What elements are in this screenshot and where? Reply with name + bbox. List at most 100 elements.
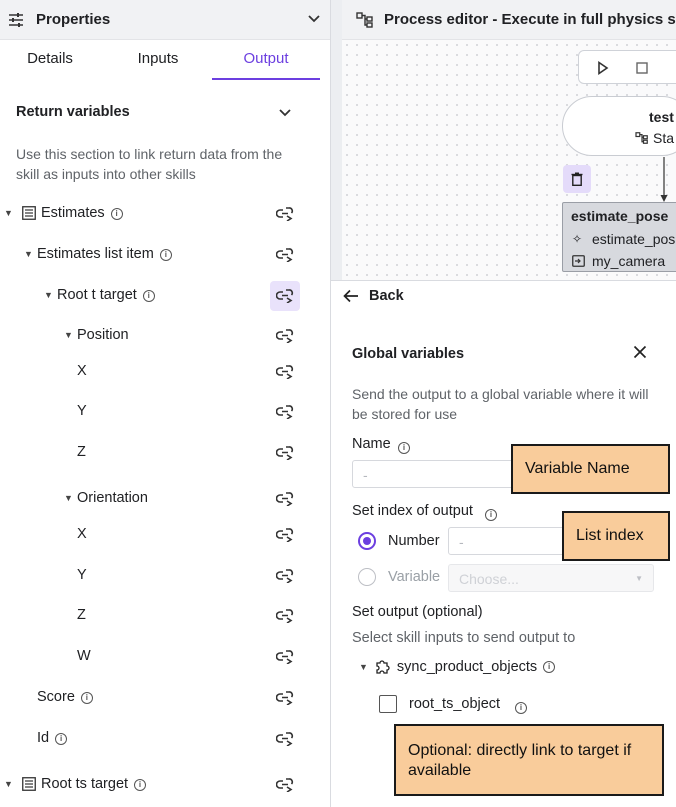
estimate-node-camera: my_camera [592,253,666,269]
puzzle-icon [375,659,391,675]
number-radio[interactable] [358,532,376,550]
link-output-icon[interactable] [270,724,300,754]
tree-row-position-z[interactable]: Z [0,438,330,468]
tree-row-position[interactable]: ▼ Position [0,321,330,351]
play-icon[interactable] [597,61,609,75]
close-icon[interactable] [633,345,647,359]
link-output-icon[interactable] [270,770,300,800]
test-node[interactable]: test Sta [562,96,676,156]
tree-label: W [77,648,91,664]
skill-tree-item[interactable]: ▼ sync_product_objects i [359,659,556,675]
info-icon: i [485,509,497,521]
set-output-description: Select skill inputs to send output to [352,630,576,646]
info-icon: i [543,661,556,673]
variable-select-placeholder: Choose... [459,571,519,587]
caret-down-icon: ▼ [24,249,33,259]
estimate-node-skill: estimate_pos [592,231,676,247]
index-label: Set index of output [352,503,473,519]
link-output-icon[interactable] [270,561,300,591]
tab-inputs[interactable]: Inputs [137,50,179,67]
link-output-icon[interactable] [270,484,300,514]
stop-icon[interactable] [636,62,648,74]
tree-label: Score [37,689,75,705]
tree-label: X [77,363,87,379]
number-label: Number [388,533,440,549]
dropdown-caret-icon: ▼ [635,574,643,583]
section-chevron-icon[interactable] [279,108,291,118]
caret-down-icon: ▼ [64,493,73,503]
process-icon [635,132,649,144]
properties-header: Properties [0,0,330,40]
link-output-icon[interactable] [270,240,300,270]
tree-row-position-y[interactable]: Y [0,397,330,427]
callout-optional-link: Optional: directly link to target if ava… [394,724,664,796]
sliders-icon [8,12,24,28]
tree-label: Z [77,444,86,460]
camera-input-icon [572,255,585,267]
skill-name: sync_product_objects [396,659,538,675]
tree-row-estimates[interactable]: ▼ Estimates i [0,199,330,229]
info-icon: i [110,208,123,220]
tree-row-estimates-list-item[interactable]: ▼ Estimates list item i [0,240,330,270]
return-variables-description: Use this section to link return data fro… [16,146,283,182]
tree-label: Root ts target [41,776,129,792]
info-icon: i [159,249,172,261]
sparkle-icon: ✧ [572,232,583,246]
tree-label: Z [77,607,86,623]
tree-label: Y [77,567,87,583]
tree-row-orientation-z[interactable]: Z [0,601,330,631]
root-ts-object-checkbox[interactable] [379,695,397,713]
link-output-icon[interactable] [270,642,300,672]
caret-down-icon: ▼ [359,662,368,672]
list-icon [22,777,36,791]
tree-label: Position [77,327,129,343]
variable-radio[interactable] [358,568,376,586]
info-icon: i [515,702,527,714]
connector-arrow [660,157,668,203]
caret-down-icon: ▼ [4,208,13,218]
tree-label: Estimates list item [37,246,154,262]
tab-details[interactable]: Details [27,50,73,67]
caret-down-icon: ▼ [64,330,73,340]
delete-node-button[interactable] [563,165,591,193]
link-output-icon[interactable] [270,357,300,387]
process-icon [356,12,374,28]
info-icon: i [55,733,68,745]
arrow-left-icon [343,289,359,303]
process-editor-title: Process editor - Execute in full physics… [384,11,676,28]
estimate-pose-node[interactable]: estimate_pose ✧ estimate_pos my_camera [562,202,676,272]
estimate-node-title: estimate_pose [571,208,669,224]
tree-label: Id [37,730,50,746]
tree-row-position-x[interactable]: X [0,357,330,387]
collapse-chevron-icon[interactable] [308,14,320,24]
link-output-icon[interactable] [270,321,300,351]
variable-label: Variable [388,569,441,585]
link-output-icon[interactable] [270,683,300,713]
link-output-icon-selected[interactable] [270,281,300,311]
link-output-icon[interactable] [270,601,300,631]
tab-output[interactable]: Output [243,50,289,67]
test-node-title: test [649,109,674,125]
back-button[interactable]: Back [343,288,404,304]
tree-row-orientation[interactable]: ▼ Orientation [0,484,330,514]
test-node-subtitle: Sta [653,130,675,146]
caret-down-icon: ▼ [4,779,13,789]
variable-select[interactable]: Choose... ▼ [448,564,654,592]
callout-variable-name: Variable Name [511,444,670,494]
info-icon: i [80,692,93,704]
process-editor-header: Process editor - Execute in full physics… [342,0,676,40]
tree-row-orientation-w[interactable]: W [0,642,330,672]
link-output-icon[interactable] [270,199,300,229]
skill-input-label: root_ts_object [409,696,501,712]
tree-row-orientation-x[interactable]: X [0,520,330,550]
link-output-icon[interactable] [270,438,300,468]
tree-row-orientation-y[interactable]: Y [0,561,330,591]
link-output-icon[interactable] [270,520,300,550]
list-icon [22,206,36,220]
tree-label: Estimates [41,205,105,221]
link-output-icon[interactable] [270,397,300,427]
